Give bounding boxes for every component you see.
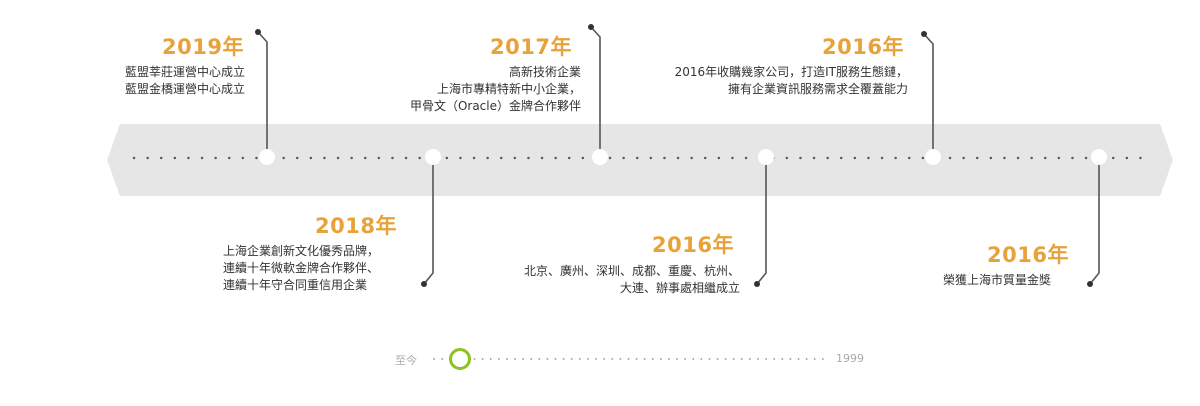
event-desc-2016-mid: 北京、廣州、深圳、成都、重慶、杭州、 大連、辦事處相繼成立 xyxy=(524,263,740,297)
event-year-2016-bottom: 2016年 xyxy=(987,243,1069,267)
event-line: 連續十年微軟金牌合作夥伴、 xyxy=(223,261,380,275)
connector-dot-2016-mid xyxy=(754,281,760,287)
event-line: 藍盟莘莊運營中心成立 xyxy=(124,65,245,79)
event-line: 藍盟金橋運營中心成立 xyxy=(124,82,245,96)
connector-2016-bottom xyxy=(1089,157,1100,285)
event-line: 高新技術企業 xyxy=(508,65,581,79)
connector-dot-2019 xyxy=(255,29,261,35)
event-desc-2016-bottom: 榮獲上海市質量金獎 xyxy=(943,272,1051,289)
connector-dot-2016-bottom xyxy=(1087,281,1093,287)
event-desc-2019: 藍盟莘莊運營中心成立 藍盟金橋運營中心成立 xyxy=(125,64,245,98)
event-line: 2016年收購幾家公司，打造IT服務生態鏈， xyxy=(674,65,908,79)
slider-knob xyxy=(449,348,471,370)
event-year-2016-top: 2016年 xyxy=(822,35,904,59)
node-2018 xyxy=(425,149,441,165)
slider-end-label: 1999 xyxy=(836,352,864,365)
event-desc-2017: 高新技術企業 上海市專精特新中小企業， 甲骨文（Oracle）金牌合作夥伴 xyxy=(410,64,581,115)
event-line: 連續十年守合同重信用企業 xyxy=(223,278,368,292)
node-2016-bottom xyxy=(1091,149,1107,165)
slider-start-label: 至今 xyxy=(395,354,417,367)
connector-dot-2016-top xyxy=(921,31,927,37)
node-2017 xyxy=(592,149,608,165)
event-line: 上海市專精特新中小企業， xyxy=(436,82,581,96)
connector-2017 xyxy=(590,26,601,157)
node-2016-mid xyxy=(758,149,774,165)
connector-2018 xyxy=(423,157,434,285)
event-year-2019: 2019年 xyxy=(162,35,244,59)
node-2016-top xyxy=(925,149,941,165)
node-2019 xyxy=(259,149,275,165)
connector-2019 xyxy=(257,31,268,157)
event-desc-2018: 上海企業創新文化優秀品牌， 連續十年微軟金牌合作夥伴、 連續十年守合同重信用企業 xyxy=(223,243,379,294)
connector-dot-2017 xyxy=(588,24,594,30)
event-year-2016-mid: 2016年 xyxy=(652,233,734,257)
event-year-2018: 2018年 xyxy=(315,214,397,238)
event-line: 大連、辦事處相繼成立 xyxy=(619,281,740,295)
event-line: 擁有企業資訊服務需求全覆蓋能力 xyxy=(727,82,908,96)
event-year-2017: 2017年 xyxy=(490,35,572,59)
timeline-band xyxy=(107,124,1173,196)
event-line: 上海企業創新文化優秀品牌， xyxy=(223,244,380,258)
event-line: 榮獲上海市質量金獎 xyxy=(943,273,1052,287)
event-line: 北京、廣州、深圳、成都、重慶、杭州、 xyxy=(523,264,740,278)
connector-dot-2018 xyxy=(421,281,427,287)
event-desc-2016-top: 2016年收購幾家公司，打造IT服務生態鏈， 擁有企業資訊服務需求全覆蓋能力 xyxy=(675,64,908,98)
event-line: 甲骨文（Oracle）金牌合作夥伴 xyxy=(409,99,581,113)
connector-2016-top xyxy=(923,33,934,157)
connector-2016-mid xyxy=(756,157,767,285)
